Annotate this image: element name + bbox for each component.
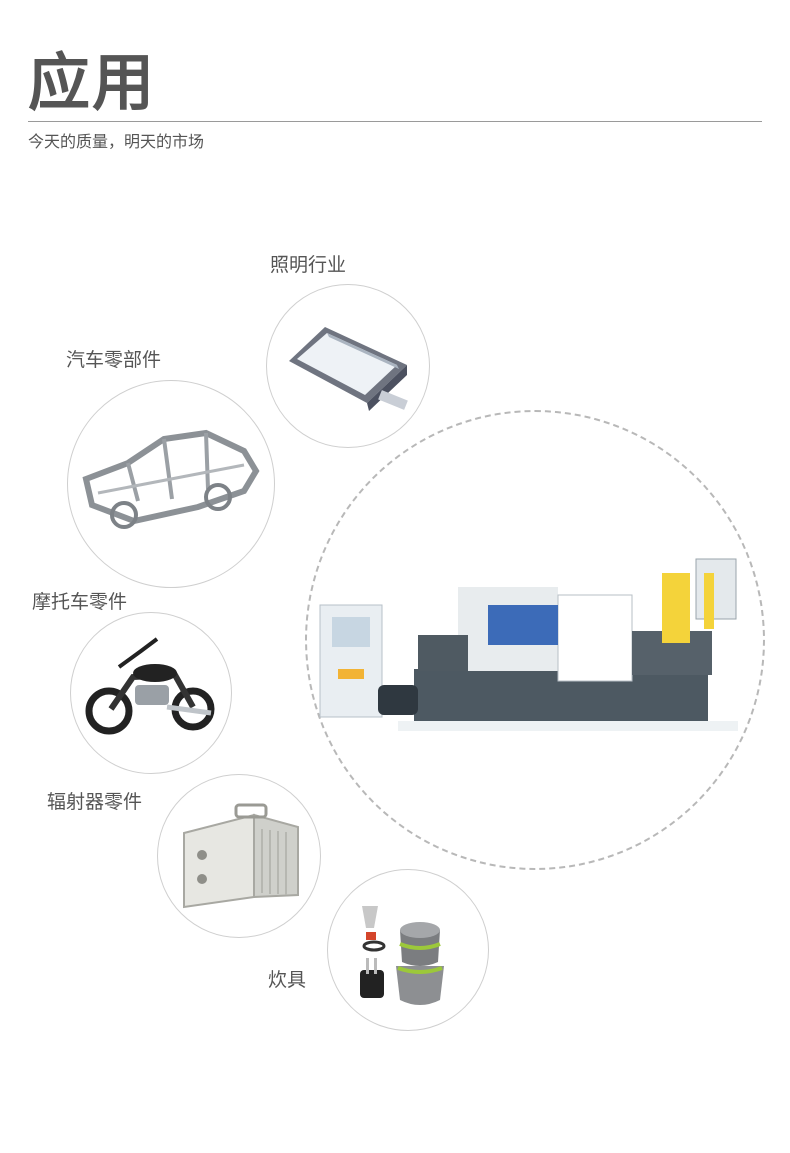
title-divider: [28, 121, 762, 122]
page-title: 应用: [28, 46, 157, 119]
cookware-circle: [327, 869, 489, 1031]
label-auto-parts: 汽车零部件: [66, 349, 162, 371]
street-light-icon: [289, 327, 408, 411]
motorcycle-circle: [70, 612, 232, 774]
car-body-frame-icon: [82, 429, 260, 529]
auto-parts-circle: [67, 380, 275, 588]
cookware-set-icon: [360, 906, 444, 1005]
center-dashed-ring: [305, 410, 765, 870]
label-motorcycle-parts: 摩托车零件: [32, 591, 128, 613]
page-subtitle: 今天的质量，明天的市场: [28, 132, 205, 151]
label-cookware: 炊具: [268, 969, 307, 991]
motorcycle-icon: [85, 637, 215, 735]
label-lighting: 照明行业: [270, 254, 347, 276]
radiator-housing-icon: [183, 803, 299, 909]
label-radiator-parts: 辐射器零件: [47, 791, 143, 813]
lighting-circle: [266, 284, 430, 448]
radiator-circle: [157, 774, 321, 938]
die-casting-machine-icon: [319, 558, 738, 731]
